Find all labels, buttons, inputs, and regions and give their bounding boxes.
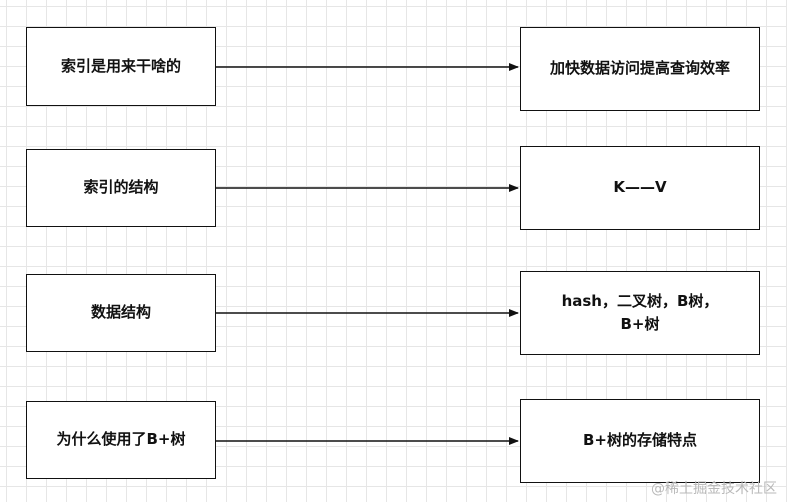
answer-text-1: 加快数据访问提高查询效率 (549, 59, 730, 78)
question-box-1: 索引是用来干啥的 (26, 27, 216, 106)
question-text-3: 数据结构 (90, 303, 151, 322)
question-box-3: 数据结构 (26, 274, 216, 352)
question-box-2: 索引的结构 (26, 149, 216, 227)
answer-text-2: K——V (613, 178, 667, 197)
answer-box-4: B+树的存储特点 (520, 399, 760, 483)
question-box-4: 为什么使用了B+树 (26, 401, 216, 479)
answer-text-4: B+树的存储特点 (582, 431, 697, 450)
question-text-1: 索引是用来干啥的 (60, 56, 181, 75)
answer-box-1: 加快数据访问提高查询效率 (520, 27, 760, 111)
answer-text-3: hash，二叉树，B树，B+树 (561, 291, 719, 333)
watermark: @稀土掘金技术社区 (651, 481, 777, 497)
answer-box-3: hash，二叉树，B树，B+树 (520, 271, 760, 355)
question-text-2: 索引的结构 (83, 178, 159, 197)
question-text-4: 为什么使用了B+树 (56, 430, 186, 449)
answer-box-2: K——V (520, 146, 760, 230)
